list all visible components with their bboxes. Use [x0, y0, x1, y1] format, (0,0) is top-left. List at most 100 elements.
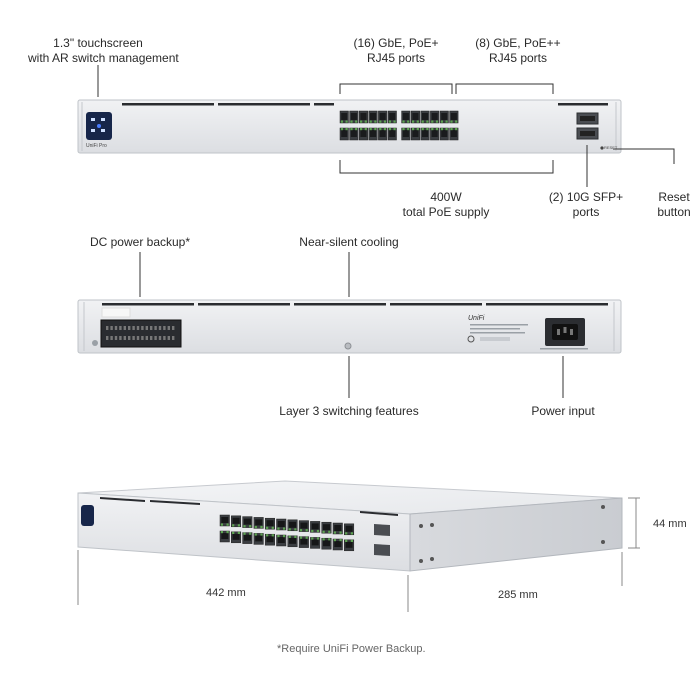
poe-plus-label: (16) GbE, PoE+ RJ45 ports — [353, 36, 439, 65]
iso-rj45-port — [332, 522, 343, 535]
iso-rj45-port — [242, 532, 253, 544]
dc-pin — [172, 336, 175, 340]
rj45-port — [410, 110, 420, 124]
cooling-label: Near-silent cooling — [299, 235, 399, 249]
rj45-port — [401, 110, 411, 124]
front-logo: UniFi Pro — [86, 143, 107, 149]
rj45-port — [449, 127, 459, 141]
iso-rj45-port — [219, 530, 230, 543]
dimension-lines — [77, 497, 640, 612]
dc-pin — [158, 336, 162, 340]
iso-rj45-port — [231, 515, 242, 528]
poe-plus-plus-label: (8) GbE, PoE++ RJ45 ports — [475, 36, 561, 65]
iso-rj45-port — [253, 517, 264, 529]
rj45-port — [349, 110, 359, 124]
rj45-port — [449, 110, 459, 124]
rj45-port — [439, 110, 449, 124]
iso-rj45-port — [219, 514, 230, 527]
dc-pin — [128, 336, 131, 340]
iso-rj45-port — [298, 520, 309, 532]
dc-pin — [150, 336, 153, 340]
dc-pin — [150, 326, 153, 330]
rj45-port — [368, 127, 378, 141]
iso-rj45-port — [287, 519, 298, 532]
dc-pin — [158, 326, 162, 330]
dc-pin — [154, 326, 157, 330]
rj45-port — [430, 110, 440, 124]
isometric-switch — [77, 480, 623, 572]
iso-rj45-port — [344, 539, 355, 552]
reset-label: Reset button — [657, 190, 691, 219]
rj45-port — [387, 110, 397, 124]
dc-pin — [106, 336, 109, 340]
iso-rj45-port — [321, 521, 332, 534]
dc-pin — [141, 336, 144, 340]
back-brand-text: UniFi — [468, 315, 485, 322]
dc-pin — [167, 336, 170, 340]
dc-pin — [119, 326, 122, 330]
isometric-ports — [219, 514, 355, 552]
footnote: *Require UniFi Power Backup. — [277, 643, 426, 655]
sfp-ports — [576, 112, 599, 140]
rj45-port — [358, 127, 368, 141]
front-ports — [339, 110, 459, 141]
rj45-port — [420, 127, 430, 141]
dc-pin — [106, 326, 109, 330]
iso-rj45-port — [287, 535, 298, 548]
iso-rj45-port — [321, 537, 332, 550]
rj45-port — [358, 110, 368, 124]
rj45-port — [349, 127, 359, 141]
iso-rj45-port — [264, 533, 275, 546]
dc-pin — [145, 326, 148, 330]
sfp-label: (2) 10G SFP+ ports — [548, 190, 624, 219]
iso-rj45-port — [242, 516, 253, 528]
dc-pin — [123, 336, 126, 340]
dc-pin — [163, 326, 166, 330]
dc-pin — [114, 326, 118, 330]
dc-pin — [145, 336, 148, 340]
power-input-label: Power input — [531, 404, 595, 418]
iso-rj45-port — [253, 533, 264, 545]
rj45-port — [401, 127, 411, 141]
reset-button-hole — [600, 146, 604, 150]
dc-pin — [141, 326, 144, 330]
rj45-port — [339, 127, 349, 141]
dc-pin — [132, 336, 135, 340]
dc-pin — [123, 326, 126, 330]
dc-pin — [136, 326, 140, 330]
iso-touchscreen — [81, 505, 94, 526]
rj45-port — [368, 110, 378, 124]
dc-pin — [128, 326, 131, 330]
iso-rj45-port — [276, 518, 287, 531]
dc-backup-label: DC power backup* — [89, 235, 191, 249]
iso-rj45-port — [310, 537, 321, 549]
dc-pin — [167, 326, 170, 330]
iso-rj45-port — [276, 534, 287, 547]
rj45-port — [410, 127, 420, 141]
iso-rj45-port — [231, 531, 242, 544]
layer3-label: Layer 3 switching features — [279, 404, 419, 418]
dc-pin — [132, 326, 135, 330]
rj45-port — [439, 127, 449, 141]
dc-pin — [172, 326, 175, 330]
dc-pin — [119, 336, 122, 340]
dc-pin — [110, 336, 113, 340]
dc-pin — [110, 326, 113, 330]
rj45-port — [420, 110, 430, 124]
height-dimension: 44 mm — [653, 518, 687, 530]
front-panel — [77, 99, 622, 154]
rj45-port — [387, 127, 397, 141]
poe-supply-label: 400W total PoE supply — [402, 190, 490, 219]
iso-rj45-port — [310, 521, 321, 533]
dc-pin — [163, 336, 166, 340]
rj45-port — [378, 110, 388, 124]
iso-rj45-port — [298, 536, 309, 548]
rj45-port — [378, 127, 388, 141]
dc-pin — [114, 336, 118, 340]
front-touchscreen[interactable] — [86, 112, 112, 140]
dc-pin — [136, 336, 140, 340]
touchscreen-ui-icon — [91, 118, 105, 132]
rj45-port — [430, 127, 440, 141]
width-dimension: 442 mm — [206, 587, 246, 599]
